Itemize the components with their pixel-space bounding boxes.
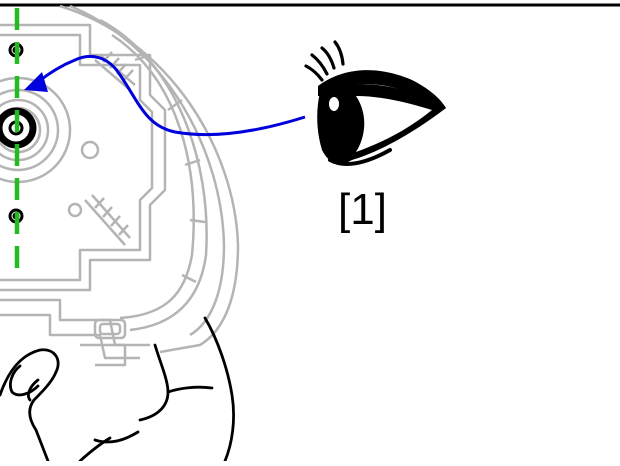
hand-icon (0, 316, 235, 463)
eye-icon (304, 40, 446, 167)
camera-device-icon (0, 4, 240, 367)
line-of-sight-arrow (24, 55, 306, 137)
step-callout-label: [1] (338, 185, 387, 234)
